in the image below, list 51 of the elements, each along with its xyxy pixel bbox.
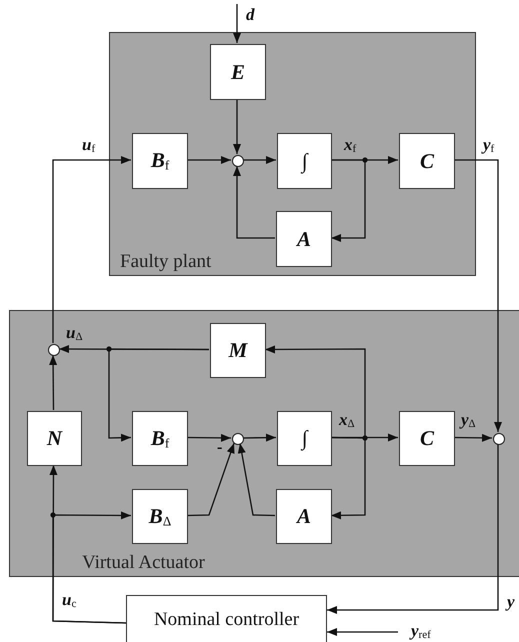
matrix-block: B$_{Δ}$ bbox=[132, 489, 188, 544]
signal-arrow bbox=[233, 99, 241, 154]
signal-arrow bbox=[327, 444, 499, 614]
panel-title: Faulty plant bbox=[120, 251, 212, 273]
subsystem-panel bbox=[109, 32, 476, 276]
signal-arrow bbox=[243, 156, 276, 164]
subsystem-panel bbox=[9, 310, 519, 577]
signal-label: y$_{f}$ bbox=[483, 136, 494, 156]
signal-arrow bbox=[238, 443, 276, 516]
matrix-block: N bbox=[27, 411, 82, 466]
signal-label: y$_{ref}$ bbox=[411, 622, 431, 642]
signal-arrow bbox=[187, 156, 231, 164]
signal-label: u$_{f}$ bbox=[82, 136, 96, 156]
summing-junction bbox=[48, 344, 60, 356]
signal-arrow bbox=[52, 511, 131, 624]
summing-junction bbox=[232, 155, 244, 167]
signal-label: u$_{Δ}$ bbox=[66, 324, 83, 344]
signal-label: u$_{c}$ bbox=[62, 591, 76, 610]
signal-label: x$_{Δ}$ bbox=[339, 411, 355, 430]
signal-label: y bbox=[507, 593, 515, 610]
sign-label: - bbox=[217, 440, 222, 456]
panel-title: Virtual Actuator bbox=[82, 552, 205, 574]
matrix-block: B$_{f}$ bbox=[132, 411, 188, 466]
signal-arrow bbox=[187, 434, 231, 442]
summing-junction bbox=[232, 433, 244, 445]
signal-arrow bbox=[454, 434, 492, 442]
signal-arrow bbox=[49, 355, 58, 410]
signal-arrow bbox=[186, 442, 235, 516]
matrix-block: A bbox=[276, 211, 332, 267]
signal-arrow bbox=[52, 156, 131, 343]
summing-junction bbox=[493, 433, 505, 445]
signal-label: y$_{Δ}$ bbox=[461, 411, 476, 430]
matrix-block: ∫ bbox=[277, 411, 332, 466]
signal-arrow bbox=[331, 159, 366, 242]
matrix-block: B$_{f}$ bbox=[132, 133, 188, 189]
signal-arrow bbox=[327, 628, 398, 636]
signal-arrow bbox=[233, 166, 275, 239]
matrix-block: E bbox=[210, 44, 266, 100]
signal-arrow bbox=[243, 434, 276, 442]
signal-label: d bbox=[246, 6, 254, 23]
matrix-block: ∫ bbox=[277, 133, 332, 189]
matrix-block: A bbox=[276, 489, 332, 544]
signal-arrow bbox=[331, 436, 366, 520]
matrix-block: C bbox=[399, 411, 455, 466]
signal-arrow bbox=[108, 348, 209, 442]
matrix-block: M bbox=[210, 323, 266, 378]
signal-arrow bbox=[454, 159, 502, 432]
matrix-block: C bbox=[399, 133, 455, 189]
controller-block: Nominal controller bbox=[126, 595, 327, 642]
signal-arrow bbox=[233, 4, 241, 43]
signal-label: x$_{f}$ bbox=[344, 136, 356, 156]
